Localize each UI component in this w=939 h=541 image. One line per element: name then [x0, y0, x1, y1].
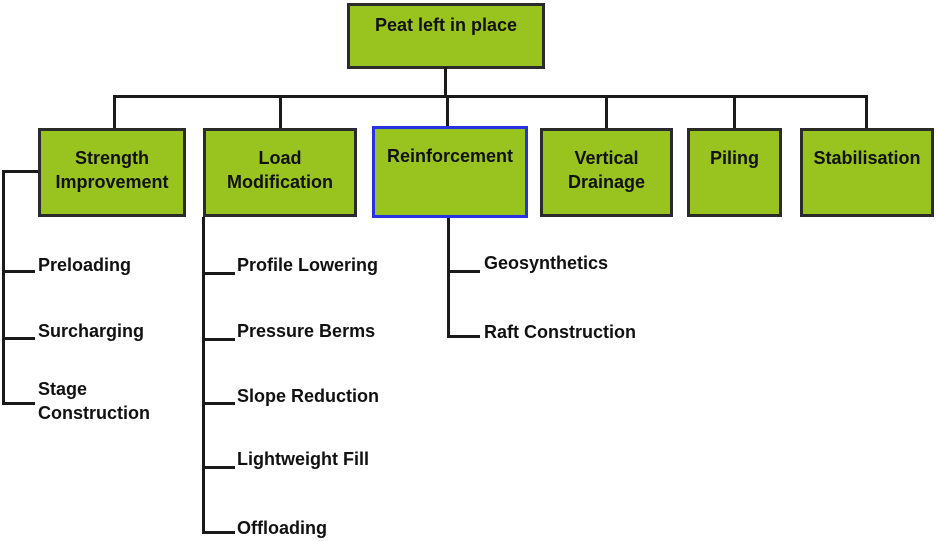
- connector-drop-piling: [733, 95, 736, 129]
- leaf-item-surcharging: Surcharging: [38, 321, 145, 341]
- connector-strength-spine: [2, 170, 5, 405]
- category-box-stabilisation: Stabilisation: [800, 128, 934, 217]
- connector-tick-profile-lowering: [202, 272, 235, 275]
- category-box-reinforcement: Reinforcement: [372, 126, 528, 218]
- category-label: Vertical Drainage: [567, 148, 646, 192]
- connector-tick-raft-construction: [447, 335, 480, 338]
- leaf-item-preloading: Preloading: [38, 255, 132, 275]
- leaf-item-profile-lowering: Profile Lowering: [237, 255, 379, 275]
- connector-tick-geosynthetics: [447, 270, 480, 273]
- connector-trunk-line: [444, 67, 447, 97]
- category-box-vertical-drainage: Vertical Drainage: [540, 128, 673, 217]
- category-box-piling: Piling: [687, 128, 782, 217]
- root-box-label: Peat left in place: [374, 15, 518, 35]
- category-label: Stabilisation: [813, 148, 921, 168]
- connector-tick-pressure-berms: [202, 338, 235, 341]
- connector-drop-strength: [113, 95, 116, 129]
- leaf-item-raft-construction: Raft Construction: [484, 322, 636, 342]
- leaf-item-stage-construction: Stage Construction: [38, 379, 150, 423]
- connector-drop-stabilisation: [865, 95, 868, 129]
- category-label: Reinforcement: [386, 146, 514, 166]
- category-box-load-modification: Load Modification: [203, 128, 357, 217]
- leaf-item-pressure-berms: Pressure Berms: [237, 321, 376, 341]
- leaf-item-lightweight-fill: Lightweight Fill: [237, 449, 369, 469]
- category-label: Piling: [710, 148, 759, 168]
- leaf-item-offloading: Offloading: [237, 518, 327, 538]
- connector-tick-surcharging: [2, 337, 35, 340]
- connector-tick-slope-reduction: [202, 402, 235, 405]
- connector-reinforcement-spine: [447, 218, 450, 338]
- connector-tick-stage-construction: [2, 402, 35, 405]
- connector-drop-reinforcement: [446, 95, 449, 128]
- leaf-item-geosynthetics: Geosynthetics: [484, 253, 609, 273]
- connector-tick-offloading: [202, 531, 235, 534]
- connector-strength-stub: [2, 170, 38, 173]
- category-label: Strength Improvement: [55, 148, 169, 192]
- category-box-strength-improvement: Strength Improvement: [38, 128, 186, 217]
- connector-tick-lightweight-fill: [202, 466, 235, 469]
- leaf-item-slope-reduction: Slope Reduction: [237, 386, 380, 406]
- category-label: Load Modification: [227, 148, 333, 192]
- connector-main-horizontal-line: [113, 95, 868, 98]
- connector-drop-vertical-drainage: [605, 95, 608, 129]
- root-box-peat-left-in-place: Peat left in place: [347, 3, 545, 69]
- connector-drop-load: [279, 95, 282, 129]
- connector-load-spine: [202, 217, 205, 534]
- connector-tick-preloading: [2, 270, 35, 273]
